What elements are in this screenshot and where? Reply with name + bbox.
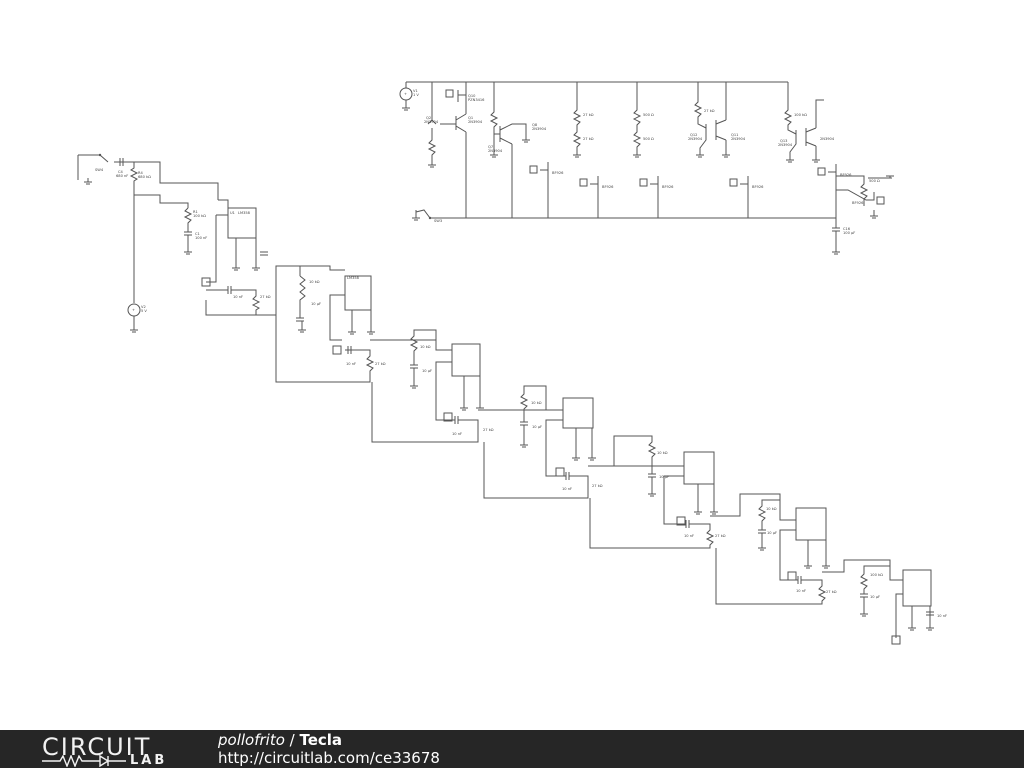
circuitlab-logo[interactable]: CIRCUIT LAB	[42, 733, 178, 768]
q2-model: 2N3904	[424, 120, 439, 124]
stage6b-res-value: 27 kΩ	[826, 590, 837, 594]
footer-bar: CIRCUIT LAB pollofrito / Tecla http://ci…	[0, 730, 1024, 768]
c16-value: 100 µF	[843, 231, 855, 235]
stage4-res-value: 10 kΩ	[531, 401, 542, 405]
opamp-stage-7: 100 kΩ 10 µF 10 nF	[822, 559, 947, 645]
q12-label: Q12	[690, 133, 697, 137]
q2-label: Q2	[426, 116, 431, 120]
r-top-3: 500 Ω	[643, 113, 654, 117]
r1-label: R1	[193, 210, 198, 214]
v1-value: 1 V	[413, 93, 419, 97]
stage3b-res-value: 27 kΩ	[483, 428, 494, 432]
credit-separator: /	[284, 731, 300, 749]
circuit-url-link[interactable]: http://circuitlab.com/ce33678	[218, 749, 440, 767]
stage7-cap-value: 10 µF	[870, 595, 880, 599]
c4-value: 680 nF	[116, 174, 128, 178]
q1-model: 2N3904	[468, 120, 483, 124]
r-top-5: 27 kΩ	[704, 109, 715, 113]
m3-model: BF926	[662, 185, 674, 189]
opamp-stage-4: 10 kΩ 10 µF 10 nF 27 kΩ	[478, 385, 603, 499]
r-top-4: 500 Ω	[643, 137, 654, 141]
schematic-canvas: SW4 C4 680 nF R4 680 kΩ + V2 5 V R1 100 …	[77, 81, 947, 645]
q10-model: PZN3416	[468, 98, 485, 102]
stage3-res-value: 10 kΩ	[420, 345, 431, 349]
switch-label: SW4	[95, 168, 104, 172]
opamp-stage-5: 10 kΩ 10 µF 10 nF 27 kΩ	[588, 435, 726, 549]
switch-b-label: SW3	[434, 219, 442, 223]
r-top-1: 27 kΩ	[583, 113, 594, 117]
stage4b-cap-value: 10 nF	[562, 487, 572, 491]
q7-model: 2N3904	[488, 149, 503, 153]
stage5-res-value: 10 kΩ	[657, 451, 668, 455]
q11-label: Q11	[731, 133, 738, 137]
stage4-cap-value: 10 µF	[532, 425, 542, 429]
c4-label: C4	[118, 170, 124, 174]
opamp-stage-1: U1 LM358 10 nF 27 kΩ	[201, 199, 301, 316]
opamp-model: LM358	[238, 211, 251, 215]
opamp-stage-2: 10 kΩ 10 µF LM358 10 nF 27 kΩ	[275, 265, 386, 383]
c1-value: 100 nF	[195, 236, 207, 240]
r-right-value: 500 Ω	[869, 179, 880, 183]
circuit-title[interactable]: Tecla	[299, 731, 343, 749]
stage5-cap-value: 10 µF	[659, 475, 669, 479]
stage1-cap-value: 10 nF	[233, 295, 243, 299]
stage4b-res-value: 27 kΩ	[592, 484, 603, 488]
logo-resistor-icon	[42, 755, 126, 767]
v1-plus: +	[404, 92, 407, 96]
stage2b-cap-value: 10 nF	[346, 362, 356, 366]
q7-label: Q7	[488, 145, 493, 149]
r4-value: 680 kΩ	[138, 175, 151, 179]
r-top-6: 100 kΩ	[794, 113, 807, 117]
stage5b-res-value: 27 kΩ	[715, 534, 726, 538]
author-name[interactable]: pollofrito	[218, 731, 285, 749]
logo-wordmark-top: CIRCUIT	[42, 733, 152, 761]
m5-model: BF926	[840, 173, 852, 177]
stage6b-cap-value: 10 nF	[796, 589, 806, 593]
v2-value: 5 V	[141, 309, 147, 313]
c16-label: C16	[843, 227, 851, 231]
stage7b-cap-value: 10 nF	[937, 614, 947, 618]
c1-label: C1	[195, 232, 200, 236]
v1-label: V1	[413, 89, 418, 93]
stage2b-res-value: 27 kΩ	[375, 362, 386, 366]
stage3-cap-value: 10 µF	[422, 369, 432, 373]
q13-model: 2N3904	[778, 143, 793, 147]
transistor-section: + V1 1 V Q2 2N3904 Q1 2N3904 Q10 PZN3416…	[399, 81, 894, 255]
q11-model: 2N3904	[731, 137, 746, 141]
m4-model: BF926	[752, 185, 764, 189]
r-top-2: 27 kΩ	[583, 137, 594, 141]
q10-label: Q10	[468, 94, 476, 98]
stage2-cap-value: 10 µF	[311, 302, 321, 306]
q1-label: Q1	[468, 116, 473, 120]
v2-label: V2	[141, 305, 146, 309]
opamp-stage-6: 10 kΩ 10 µF 10 nF 27 kΩ	[710, 493, 837, 605]
m2-model: BF926	[602, 185, 614, 189]
opamp-stage-3: 10 kΩ 10 µF 10 nF 27 kΩ	[370, 329, 494, 443]
input-stage: SW4 C4 680 nF R4 680 kΩ + V2 5 V R1 100 …	[77, 153, 219, 333]
m6-model: BF926	[852, 201, 864, 205]
stage1-res-value: 27 kΩ	[260, 295, 271, 299]
v2-plus: +	[132, 308, 135, 312]
logo-wordmark-bottom: LAB	[130, 753, 168, 768]
q13-label: Q13	[780, 139, 787, 143]
q8-label: Q8	[532, 123, 538, 127]
schematic-diagram: SW4 C4 680 nF R4 680 kΩ + V2 5 V R1 100 …	[77, 81, 947, 645]
stage2-res-value: 10 kΩ	[309, 280, 320, 284]
q-right-model: 2N3904	[820, 137, 835, 141]
opamp-label: U1	[230, 211, 235, 215]
r4-label: R4	[138, 171, 143, 175]
stage6-cap-value: 10 µF	[767, 531, 777, 535]
q8-model: 2N3904	[532, 127, 547, 131]
stage3b-cap-value: 10 nF	[452, 432, 462, 436]
stage6-res-value: 10 kΩ	[766, 507, 777, 511]
stage7-res-value: 100 kΩ	[870, 573, 883, 577]
m1-model: BF926	[552, 171, 564, 175]
q12-model: 2N3904	[688, 137, 703, 141]
credit-line: pollofrito / Tecla	[218, 731, 342, 749]
stage5b-cap-value: 10 nF	[684, 534, 694, 538]
r1-value: 100 kΩ	[193, 214, 206, 218]
opamp-model-2: LM358	[347, 276, 360, 280]
